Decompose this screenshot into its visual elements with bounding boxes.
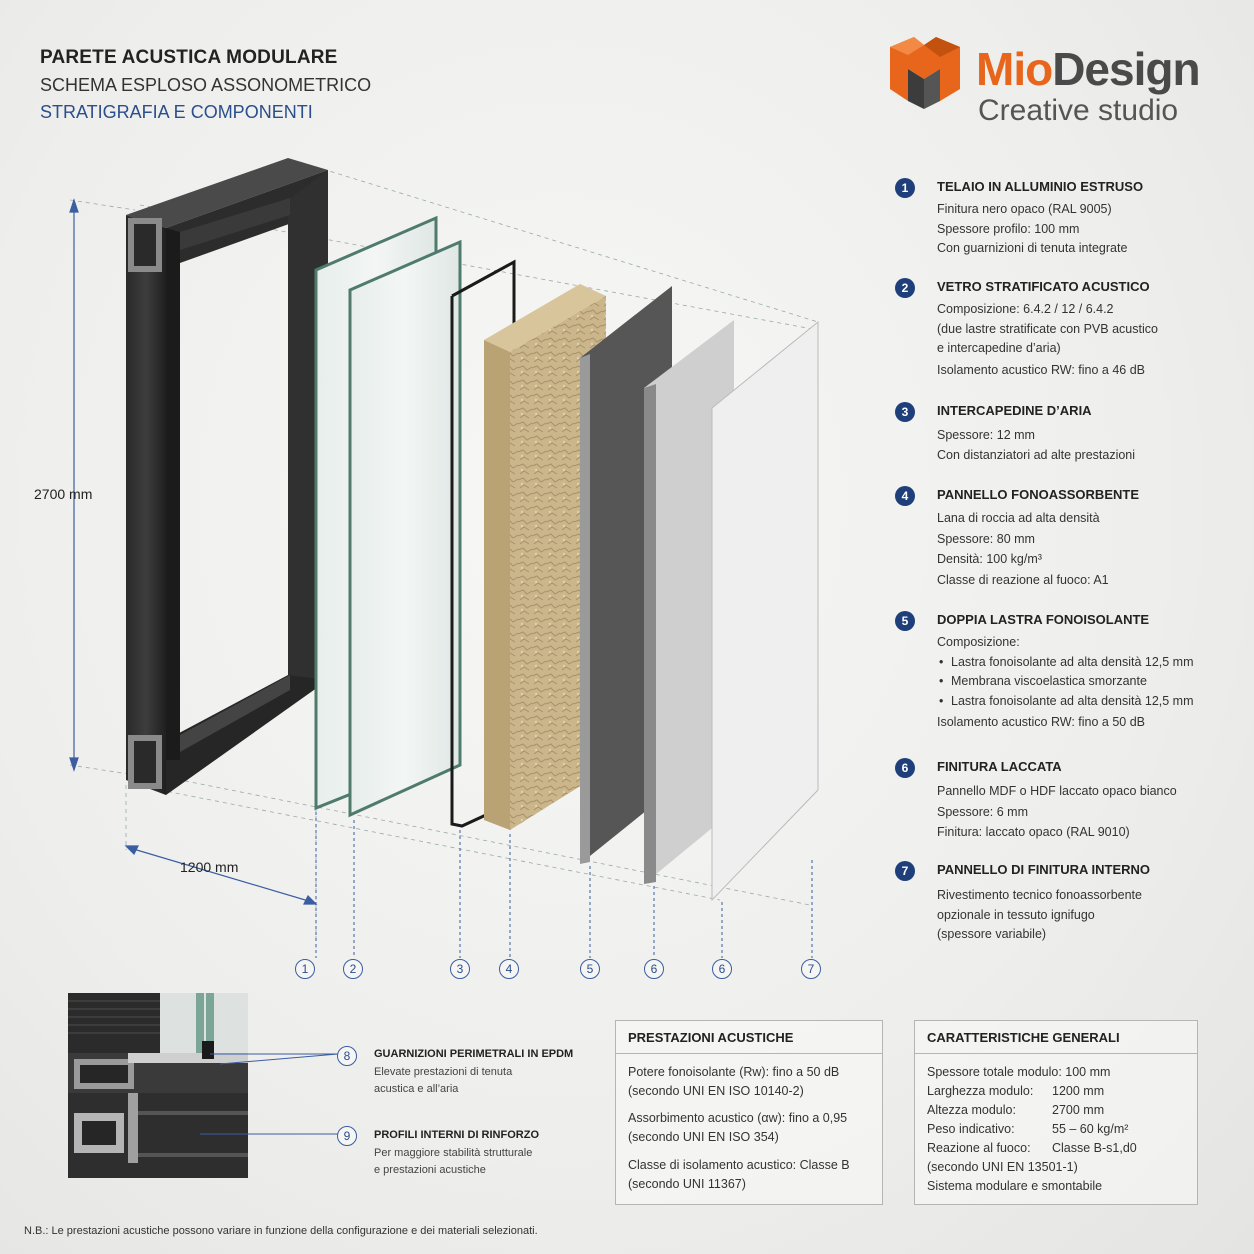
callout-5: 5 — [580, 959, 600, 979]
legend-number: 2 — [895, 278, 915, 298]
legend-line: Isolamento acustico RW: fino a 46 dB — [937, 362, 1145, 377]
legend-title: INTERCAPEDINE D’ARIA — [937, 403, 1092, 418]
legend-number: 1 — [895, 178, 915, 198]
legend-line: Spessore: 80 mm — [937, 531, 1035, 546]
page-title: PARETE ACUSTICA MODULARE — [40, 47, 338, 68]
footnote: N.B.: Le prestazioni acustiche possono v… — [24, 1225, 538, 1237]
callout-7: 7 — [801, 959, 821, 979]
legend-line: Spessore profilo: 100 mm — [937, 221, 1080, 236]
legend-line: Finitura nero opaco (RAL 9005) — [937, 202, 1112, 216]
legend-line: Rivestimento tecnico fonoassorbente — [937, 888, 1142, 902]
legend-line: Spessore: 6 mm — [937, 804, 1029, 819]
legend-bullet: Lastra fonoisolante ad alta densità 12,5… — [937, 653, 1194, 673]
legend-line: Spessore: 12 mm — [937, 428, 1035, 442]
callout-6b: 6 — [712, 959, 732, 979]
legend-line: Composizione: 6.4.2 / 12 / 6.4.2 — [937, 302, 1114, 316]
detail-body-9: Per maggiore stabilità strutturale e pre… — [374, 1147, 533, 1176]
exploded-diagram — [69, 158, 819, 958]
logo-tagline: Creative studio — [978, 94, 1179, 127]
legend-line: (spessore variabile) — [937, 927, 1047, 941]
callout-2: 2 — [343, 959, 363, 979]
legend-title: DOPPIA LASTRA FONOISOLANTE — [937, 612, 1150, 627]
legend-number: 6 — [895, 758, 915, 778]
height-dimension: 2700 mm — [34, 486, 93, 502]
acoustic-item: Classe di isolamento acustico: Classe B(… — [628, 1158, 850, 1191]
box-title: PRESTAZIONI ACUSTICHE — [628, 1030, 794, 1045]
legend-title: VETRO STRATIFICATO ACUSTICO — [937, 279, 1150, 294]
aluminium-frame — [126, 158, 328, 795]
legend-line: (due lastre stratificate con PVB acustic… — [937, 321, 1158, 336]
legend-line: opzionale in tessuto ignifugo — [937, 907, 1095, 922]
legend-line: Isolamento acustico RW: fino a 50 dB — [937, 715, 1145, 729]
logo-wordmark: MioDesign — [976, 43, 1201, 95]
legend-number: 4 — [895, 486, 915, 506]
legend-line: Con guarnizioni di tenuta integrate — [937, 241, 1128, 255]
detail-leader-lines — [200, 1053, 339, 1135]
legend-line: Composizione: — [937, 635, 1020, 649]
legend-line: e intercapedine d’aria) — [937, 341, 1061, 355]
legend-bullet: Lastra fonoisolante ad alta densità 12,5… — [937, 692, 1194, 712]
callout-3: 3 — [450, 959, 470, 979]
legend-line: Con distanziatori ad alte prestazioni — [937, 447, 1136, 462]
detail-title-8: GUARNIZIONI PERIMETRALI IN EPDM — [374, 1048, 574, 1060]
legend-line: Classe di reazione al fuoco: A1 — [937, 572, 1109, 587]
legend-line: Pannello MDF o HDF laccato opaco bianco — [937, 784, 1177, 798]
legend-line: Densità: 100 kg/m³ — [937, 552, 1042, 566]
legend-number: 7 — [895, 861, 915, 881]
width-dimension: 1200 mm — [180, 859, 239, 875]
acoustic-item: Potere fonoisolante (Rw): fino a 50 dB(s… — [628, 1065, 840, 1098]
acoustic-performance-box: PRESTAZIONI ACUSTICHE Potere fonoisolant… — [615, 1020, 883, 1205]
callout-1: 1 — [295, 959, 315, 979]
legend-title: PANNELLO FONOASSORBENTE — [937, 487, 1139, 502]
section-title: STRATIGRAFIA E COMPONENTI — [40, 102, 313, 122]
legend-number: 3 — [895, 402, 915, 422]
legend-line: Lana di roccia ad alta densità — [937, 511, 1100, 525]
logo-cube-icon — [890, 37, 960, 109]
legend-number: 5 — [895, 611, 915, 631]
callout-4: 4 — [499, 959, 519, 979]
box-title: CARATTERISTICHE GENERALI — [927, 1030, 1120, 1045]
legend-title: TELAIO IN ALLUMINIO ESTRUSO — [937, 179, 1144, 194]
legend-title: PANNELLO DI FINITURA INTERNO — [937, 862, 1151, 877]
legend-bullet: Membrana viscoelastica smorzante — [937, 672, 1194, 692]
general-features-box: CARATTERISTICHE GENERALI Spessore totale… — [914, 1020, 1198, 1205]
legend-line: Finitura: laccato opaco (RAL 9010) — [937, 825, 1130, 839]
callout-9: 9 — [337, 1126, 357, 1146]
acoustic-item: Assorbimento acustico (αw): fino a 0,95(… — [628, 1111, 848, 1144]
frame-detail-section — [68, 993, 248, 1178]
general-rows: Spessore totale modulo: 100 mm Larghezza… — [927, 1065, 1137, 1193]
callout-6a: 6 — [644, 959, 664, 979]
page-subtitle: SCHEMA ESPLOSO ASSONOMETRICO — [40, 75, 372, 95]
legend-title: FINITURA LACCATA — [937, 759, 1062, 774]
detail-body-8: Elevate prestazioni di tenuta acustica e… — [374, 1066, 513, 1095]
detail-title-9: PROFILI INTERNI DI RINFORZO — [374, 1129, 539, 1141]
callout-8: 8 — [337, 1046, 357, 1066]
